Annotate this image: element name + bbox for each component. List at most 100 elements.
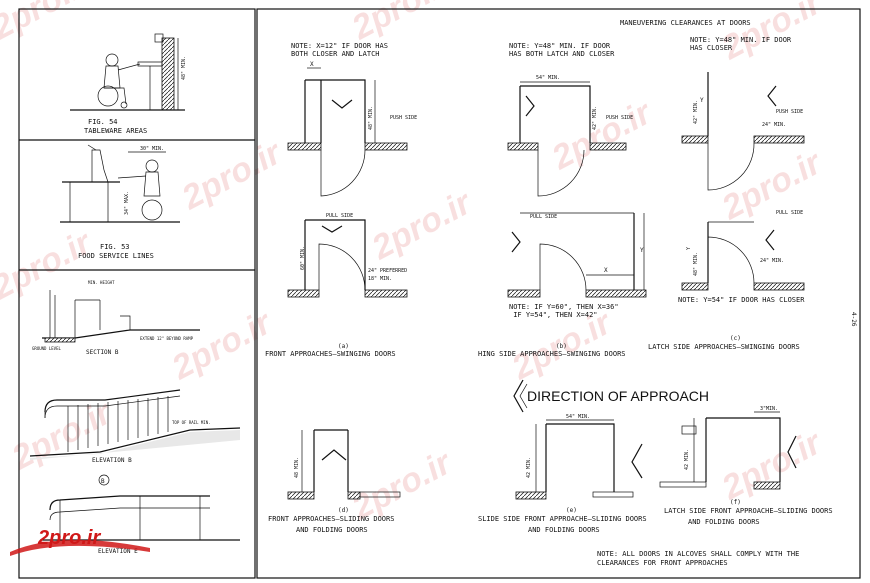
dim-24: 24" MIN.: [762, 122, 786, 128]
detail-d: 48 MIN.: [287, 429, 401, 500]
fig54-number: FIG. 54: [88, 118, 118, 126]
fig53-number: FIG. 53: [100, 243, 130, 251]
sliding-door-panel: [592, 491, 634, 498]
detail-f-caption: LATCH SIDE FRONT APPROACHE—SLIDING DOORS: [664, 507, 833, 515]
footer-note-line2: CLEARANCES FOR FRONT APPROACHES: [597, 559, 728, 567]
svg-text:MIN. HEIGHT: MIN. HEIGHT: [88, 280, 115, 285]
detail-c-letter: (c): [730, 335, 741, 342]
wall: [681, 282, 709, 291]
chevron-inner: [519, 383, 528, 409]
detail-a-caption: FRONT APPROACHES—SWINGING DOORS: [265, 350, 396, 358]
pull-side-label: PULL SIDE: [776, 210, 803, 216]
watermark-text: 2pro.ir: [715, 0, 829, 68]
person-head: [145, 159, 159, 173]
elevation-b-caption: ELEVATION B: [92, 457, 132, 464]
door-swing: [539, 243, 587, 291]
fig53-caption: FOOD SERVICE LINES: [78, 252, 154, 260]
person-head: [105, 53, 119, 67]
dim-y: Y: [686, 247, 692, 250]
detail-a-pull: PULL SIDE 60" MIN. 24" PREFERRED 18" MIN…: [287, 213, 408, 298]
watermark-text: 2pro.ir: [165, 303, 279, 388]
push-side-label: PUSH SIDE: [390, 115, 417, 121]
dim-60: 60" MIN.: [300, 246, 306, 270]
watermark-text: 2pro.ir: [365, 183, 479, 268]
detail-c-note: NOTE: Y=48" MIN. IF DOOR: [690, 36, 792, 44]
dim-42: 42 MIN.: [684, 449, 690, 470]
approach-arrow-icon: [321, 225, 343, 233]
svg-text:B: B: [101, 478, 105, 485]
wall: [364, 142, 408, 151]
wall: [681, 135, 709, 144]
brand-logo-text: 2pro.ir: [37, 527, 101, 549]
pull-side-label: PULL SIDE: [326, 213, 353, 219]
detail-b-letter: (b): [556, 343, 567, 350]
push-side-label: PUSH SIDE: [776, 109, 803, 115]
approach-arrow-icon: [511, 231, 521, 253]
wall: [507, 142, 539, 151]
svg-text:EXTEND 12" BEYOND RAMP: EXTEND 12" BEYOND RAMP: [140, 336, 194, 341]
dim-24: 24" MIN.: [760, 258, 784, 264]
detail-e-caption-line2: AND FOLDING DOORS: [528, 526, 600, 534]
approach-arrow-icon: [765, 229, 775, 251]
wall: [364, 289, 408, 298]
dim-48: 48" MIN.: [693, 252, 699, 276]
svg-text:NOTE: IF Y=60", THEN X=36": NOTE: IF Y=60", THEN X=36" IF Y=54", THE…: [509, 303, 619, 319]
svg-text:SLIDE SIDE FRONT APPROACHE—SLI: SLIDE SIDE FRONT APPROACHE—SLIDING DOORS…: [478, 515, 647, 534]
food-counter: [69, 181, 109, 223]
brand-logo: 2pro.ir: [10, 527, 150, 556]
watermark-text: 2pro.ir: [715, 143, 829, 228]
wheelchair-wheel: [97, 85, 119, 107]
detail-b-pull: PULL SIDE Y X NOTE: IF Y=60", THEN X=36"…: [507, 212, 647, 319]
watermark-text: 2pro.ir: [175, 133, 289, 218]
note-line2: HAS BOTH LATCH AND CLOSER: [509, 50, 615, 58]
wall: [287, 289, 320, 298]
wall: [347, 491, 361, 500]
detail-e-caption: SLIDE SIDE FRONT APPROACHE—SLIDING DOORS: [478, 515, 647, 523]
detail-f: 3"MIN. 42 MIN.: [659, 406, 797, 490]
detail-b-caption: HING SIDE APPROACHES—SWINGING DOORS: [478, 350, 626, 358]
section-b-caption: SECTION B: [86, 349, 119, 356]
wall: [507, 289, 541, 298]
dim-18: 18" MIN.: [368, 276, 392, 282]
wall: [753, 481, 781, 490]
dim-42: 42" MIN.: [592, 106, 598, 130]
wheelchair-wheel: [141, 199, 163, 221]
pull-side-label: PULL SIDE: [530, 214, 557, 220]
approach-arrow-icon: [631, 443, 643, 479]
wall: [287, 142, 322, 151]
dim-y: Y: [700, 97, 704, 104]
section-marker: [98, 474, 110, 486]
door-swing: [707, 236, 755, 284]
dim-48: 48 MIN.: [294, 457, 300, 478]
dim-42: 42" MIN.: [693, 100, 699, 124]
push-side-label: PUSH SIDE: [606, 115, 633, 121]
detail-c-note2: NOTE: Y=54" IF DOOR HAS CLOSER: [678, 296, 805, 304]
wall: [589, 142, 627, 151]
chevron-left-icon: [513, 379, 524, 413]
detail-d-caption-line2: AND FOLDING DOORS: [296, 526, 368, 534]
wall: [753, 282, 805, 291]
elevation-b-railing: TOP OF RAIL MIN.: [29, 389, 241, 460]
section-b-drawing: MIN. HEIGHT GROUND LEVEL EXTEND 12" BEYO…: [32, 280, 200, 351]
svg-text:34" MAX.: 34" MAX.: [124, 191, 130, 215]
wall: [753, 135, 805, 144]
door-swing: [320, 149, 366, 197]
detail-f-letter: (f): [730, 499, 741, 506]
footer-note: NOTE: ALL DOORS IN ALCOVES SHALL COMPLY …: [597, 550, 799, 558]
sliding-door-panel: [659, 481, 707, 488]
wall: [515, 491, 547, 500]
watermark-text: 2pro.ir: [345, 0, 459, 48]
fig54-drawing: 48" MIN.: [70, 33, 187, 111]
detail-b-note: NOTE: Y=48" MIN. IF DOOR: [509, 42, 611, 50]
door-swing: [707, 142, 755, 191]
watermark-text: 2pro.ir: [0, 0, 99, 48]
detail-b-note2: NOTE: IF Y=60", THEN X=36": [509, 303, 619, 311]
svg-text:LATCH SIDE FRONT APPROACHE—SLI: LATCH SIDE FRONT APPROACHE—SLIDING DOORS…: [664, 507, 833, 526]
watermark-text: 2pro.ir: [545, 93, 659, 178]
svg-text:30" MIN.: 30" MIN.: [140, 146, 164, 152]
fig53-drawing: 30" MIN. 34" MAX.: [60, 144, 180, 223]
